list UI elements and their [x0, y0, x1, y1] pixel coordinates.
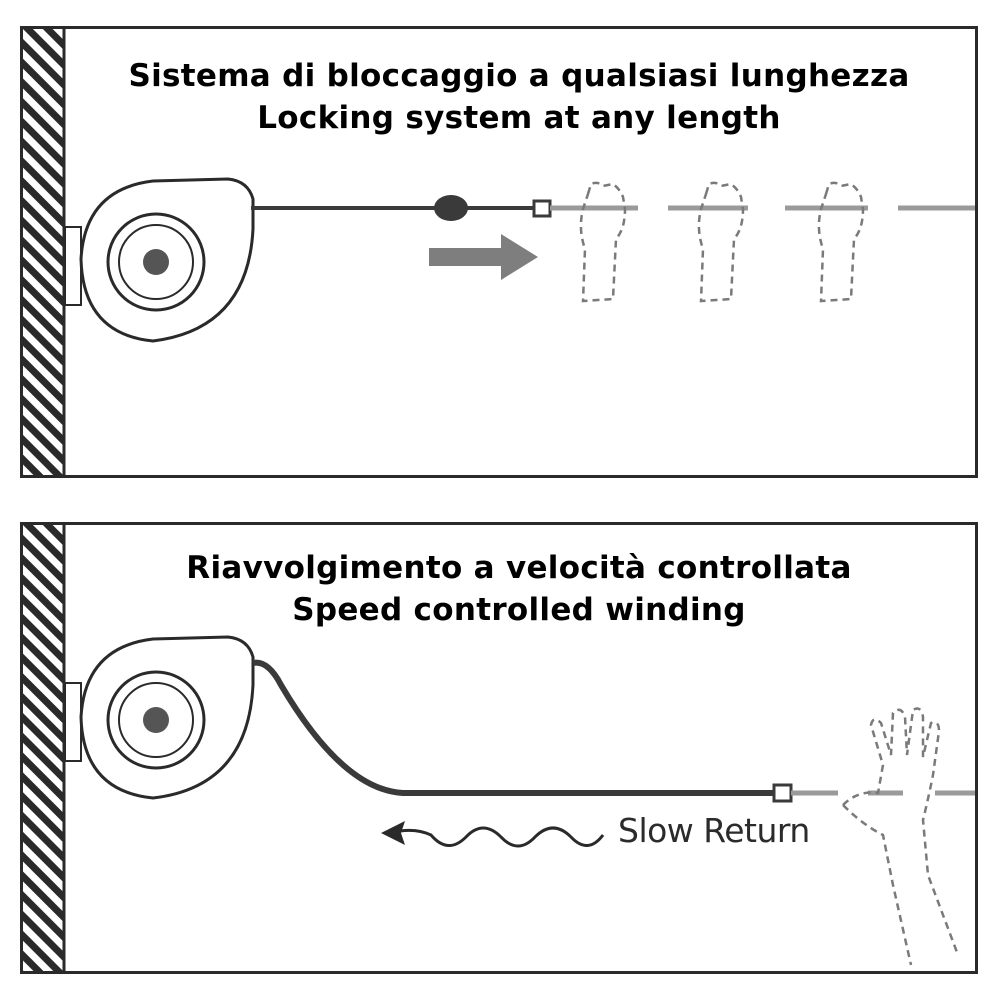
title-english: Speed controlled winding — [292, 592, 746, 628]
speed-controlled-winding-panel: Riavvolgimento a velocità controllata Sp… — [20, 522, 978, 974]
panel-title: Sistema di bloccaggio a qualsiasi lunghe… — [63, 55, 975, 139]
wavy-left-arrow-icon — [381, 821, 605, 848]
hose-line — [252, 659, 975, 803]
title-italian: Riavvolgimento a velocità controllata — [186, 550, 852, 586]
title-italian: Sistema di bloccaggio a qualsiasi lunghe… — [128, 58, 910, 94]
locking-system-panel: Sistema di bloccaggio a qualsiasi lunghe… — [20, 26, 978, 478]
panel-title: Riavvolgimento a velocità controllata Sp… — [63, 547, 975, 631]
hose-reel-icon — [64, 635, 255, 800]
hand-icon — [579, 181, 627, 303]
slow-return-illustration — [23, 525, 975, 971]
hand-icon — [697, 181, 745, 303]
hose-reel-icon — [64, 177, 255, 343]
hatched-wall-icon — [23, 29, 66, 475]
title-english: Locking system at any length — [257, 100, 781, 136]
hose-line — [251, 195, 975, 221]
slow-return-label: Slow Return — [618, 811, 810, 850]
hand-icon — [817, 181, 865, 303]
hatched-wall-icon — [23, 525, 66, 971]
right-arrow-icon — [429, 234, 538, 280]
locking-system-illustration — [23, 29, 975, 475]
hand-icon — [842, 707, 960, 966]
